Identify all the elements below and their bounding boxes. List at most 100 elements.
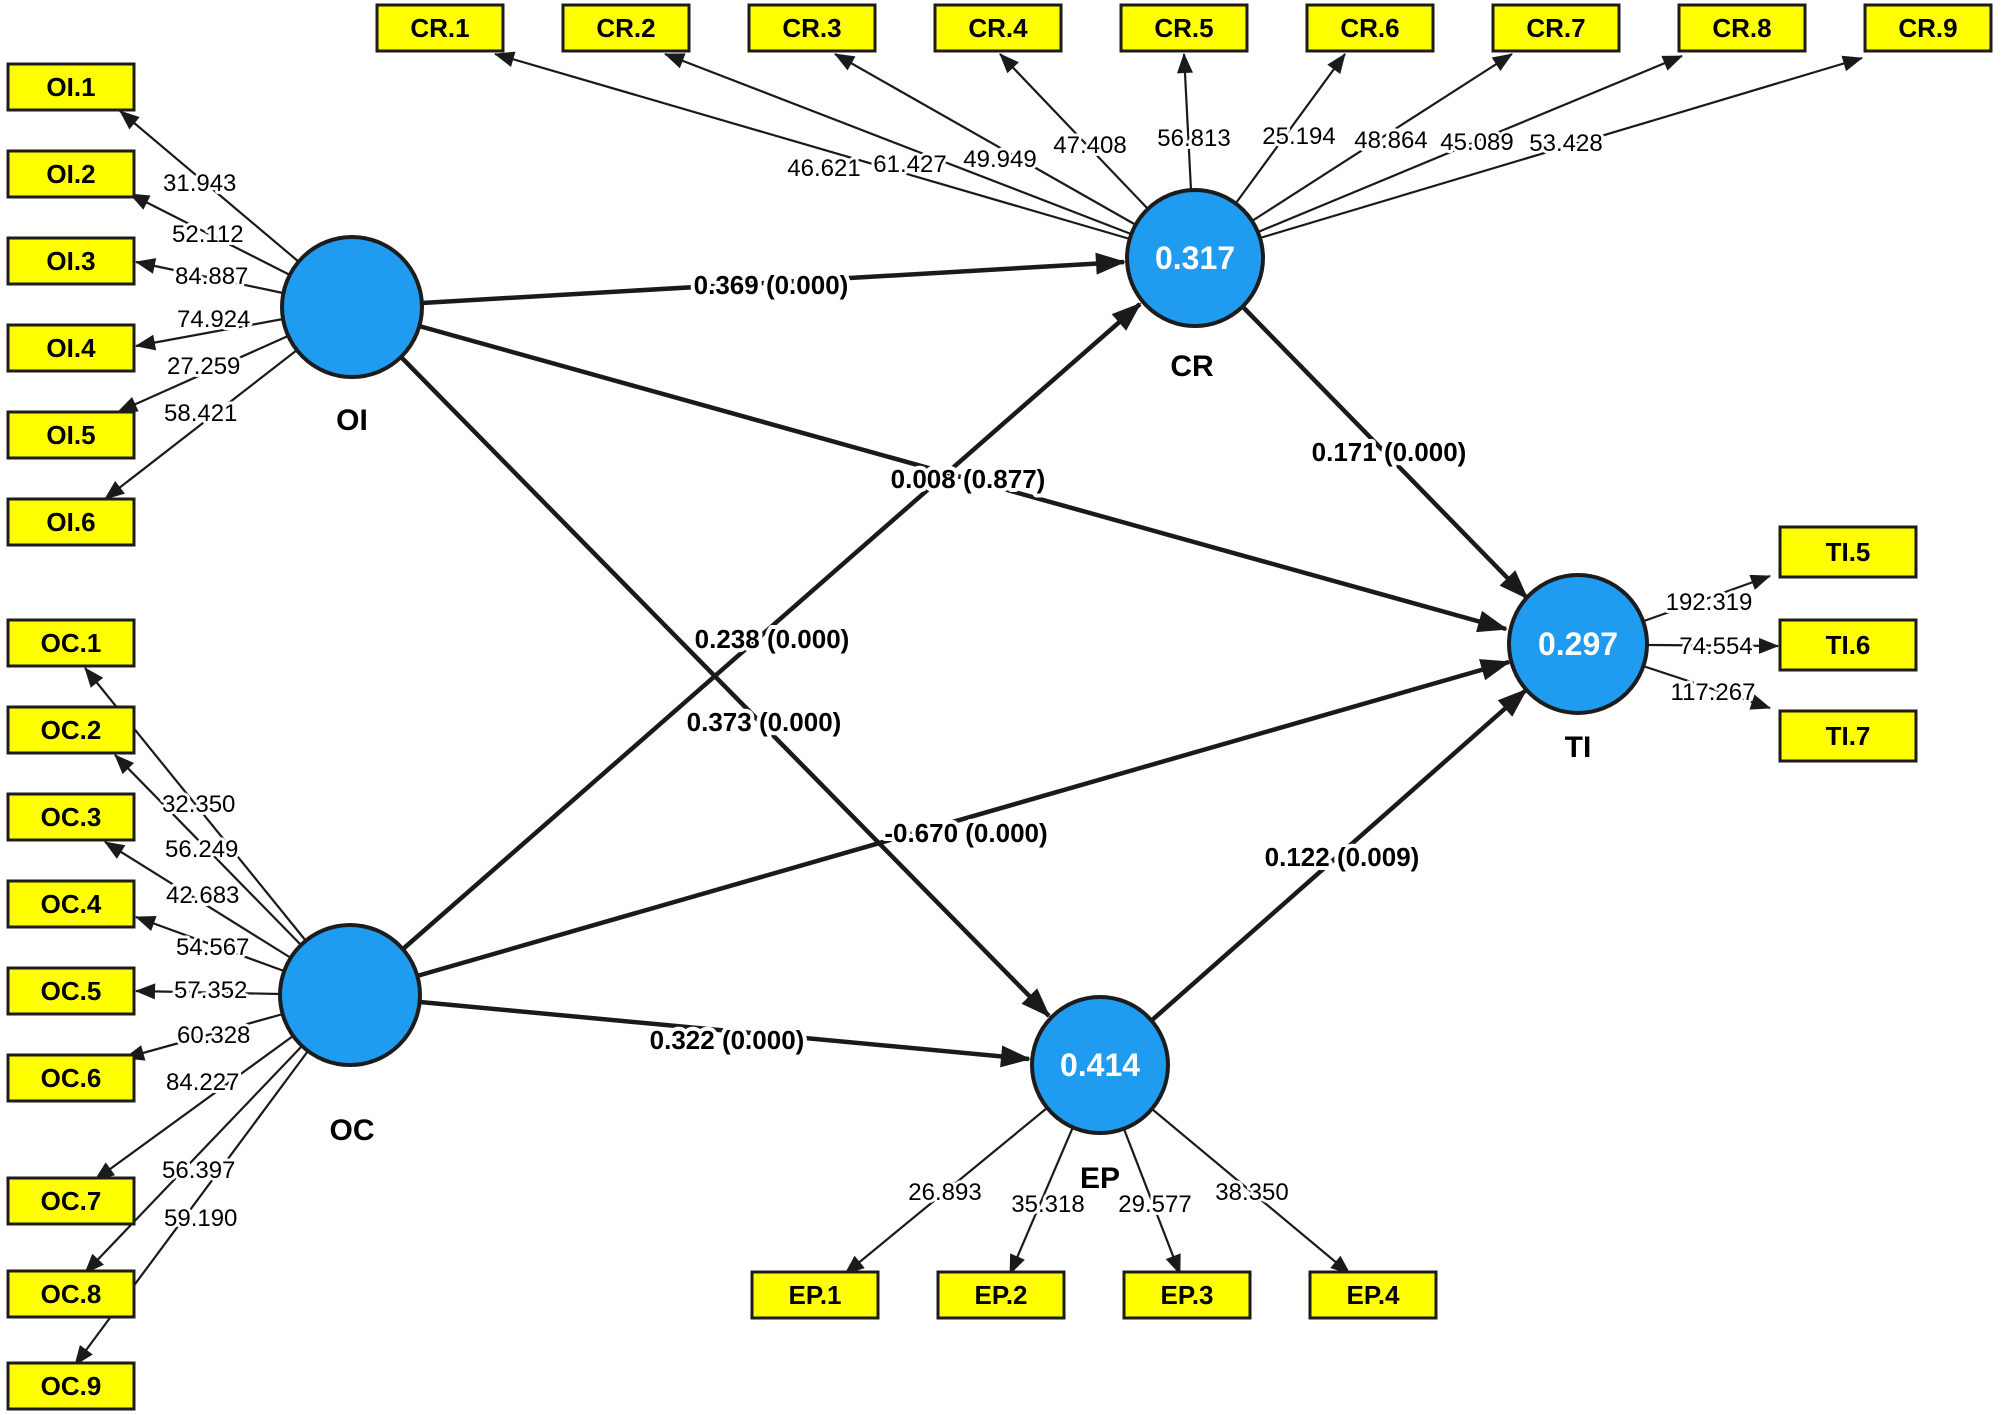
path-label-EP-TI: 0.122 (0.009) (1265, 842, 1420, 872)
edge-CR-CR.5 (1176, 53, 1193, 191)
indicator-EP.2[interactable]: EP.2 (936, 1270, 1066, 1320)
edge-CR-CR.9 (1259, 55, 1863, 240)
indicator-OC.7[interactable]: OC.7 (6, 1176, 136, 1226)
indicator-label: CR.3 (782, 13, 841, 43)
edge-OI-OI.1 (119, 110, 300, 263)
indicator-label: CR.1 (410, 13, 469, 43)
edge-CR-CR.2 (664, 52, 1132, 236)
indicator-label: OC.4 (41, 889, 102, 919)
r2-value-EP: 0.414 (1060, 1047, 1140, 1083)
indicator-label: OC.8 (41, 1279, 102, 1309)
loading-CR.4: 47.408 (1053, 132, 1126, 159)
indicator-OC.4[interactable]: OC.4 (6, 879, 136, 929)
r2-value-CR: 0.317 (1155, 240, 1235, 276)
indicator-CR.4[interactable]: CR.4 (933, 3, 1063, 53)
latent-OI[interactable] (280, 235, 424, 379)
edge-CR-CR.7 (1251, 53, 1513, 222)
edge-OI-OI.6 (104, 349, 298, 500)
loading-OC.5: 57.352 (174, 977, 247, 1004)
loading-EP.4: 38.350 (1215, 1179, 1288, 1206)
loading-OC.8: 56.397 (162, 1157, 235, 1184)
indicator-label: TI.6 (1826, 630, 1871, 660)
indicator-EP.3[interactable]: EP.3 (1122, 1270, 1252, 1320)
loading-CR.9: 53.428 (1529, 130, 1602, 157)
loading-OC.4: 54.567 (176, 934, 249, 961)
loading-CR.7: 48.864 (1354, 127, 1427, 154)
indicator-label: EP.1 (788, 1280, 841, 1310)
indicator-OI.5[interactable]: OI.5 (6, 410, 136, 460)
indicator-label: OI.5 (46, 420, 95, 450)
loading-OC.1: 32.350 (162, 791, 235, 818)
latent-TI[interactable]: 0.297 (1507, 573, 1649, 715)
edge-EP-EP.2 (1008, 1126, 1075, 1275)
indicator-OI.2[interactable]: OI.2 (6, 149, 136, 199)
loading-TI.7: 117.267 (1671, 679, 1756, 706)
indicator-label: OC.6 (41, 1063, 102, 1093)
loading-OC.3: 42.683 (166, 882, 239, 909)
edge-EP-EP.1 (844, 1107, 1048, 1275)
indicator-label: CR.5 (1154, 13, 1213, 43)
indicator-CR.9[interactable]: CR.9 (1863, 3, 1993, 53)
edge-EP-EP.4 (1151, 1108, 1351, 1275)
edge-CR-CR.1 (494, 51, 1131, 241)
r2-value-TI: 0.297 (1538, 626, 1618, 662)
indicator-OI.6[interactable]: OI.6 (6, 497, 136, 547)
indicator-OI.1[interactable]: OI.1 (6, 62, 136, 112)
loading-OC.6: 60.328 (177, 1022, 250, 1049)
indicator-CR.1[interactable]: CR.1 (375, 3, 505, 53)
loading-CR.8: 45.089 (1440, 129, 1513, 156)
indicator-OC.6[interactable]: OC.6 (6, 1053, 136, 1103)
indicator-EP.1[interactable]: EP.1 (750, 1270, 880, 1320)
indicator-OC.9[interactable]: OC.9 (6, 1361, 136, 1411)
loading-OC.2: 56.249 (165, 836, 238, 863)
indicator-label: OI.6 (46, 507, 95, 537)
indicator-OC.3[interactable]: OC.3 (6, 792, 136, 842)
loading-TI.6: 74.554 (1679, 633, 1752, 660)
indicator-label: OC.7 (41, 1186, 102, 1216)
indicator-label: OC.9 (41, 1371, 102, 1401)
indicator-TI.5[interactable]: TI.5 (1778, 525, 1918, 579)
loading-EP.2: 35.318 (1011, 1191, 1084, 1218)
loading-CR.3: 49.949 (963, 146, 1036, 173)
latent-OC[interactable] (278, 923, 422, 1067)
indicator-OC.1[interactable]: OC.1 (6, 618, 136, 668)
path-OC-TI (416, 659, 1511, 979)
loading-TI.5: 192.319 (1666, 589, 1753, 616)
latent-label-OI: OI (336, 404, 368, 437)
path-label-OI-EP: 0.373 (0.000) (687, 707, 842, 737)
loading-OI.2: 52.112 (172, 221, 244, 248)
edge-TI-TI.5 (1643, 574, 1771, 623)
latent-CR[interactable]: 0.317 (1125, 188, 1265, 328)
indicator-CR.2[interactable]: CR.2 (561, 3, 691, 53)
indicator-label: OC.3 (41, 802, 102, 832)
path-label-OC-CR: 0.238 (0.000) (695, 624, 850, 654)
indicator-TI.6[interactable]: TI.6 (1778, 618, 1918, 672)
indicator-OI.3[interactable]: OI.3 (6, 236, 136, 286)
indicator-label: CR.8 (1712, 13, 1771, 43)
indicator-OC.8[interactable]: OC.8 (6, 1269, 136, 1319)
indicator-CR.7[interactable]: CR.7 (1491, 3, 1621, 53)
edge-OC-OC.3 (104, 841, 292, 959)
indicator-boxes: OI.1 OI.2 OI.3 OI.4 OI.5 OI.6 OC.1 OC.2 … (6, 3, 1993, 1411)
indicator-CR.3[interactable]: CR.3 (747, 3, 877, 53)
path-OI-EP (399, 355, 1051, 1018)
indicator-label: CR.9 (1898, 13, 1957, 43)
edge-CR-CR.4 (999, 53, 1149, 210)
indicator-CR.8[interactable]: CR.8 (1677, 3, 1807, 53)
path-CR-TI (1240, 304, 1529, 600)
latent-EP[interactable]: 0.414 (1030, 995, 1170, 1135)
indicator-OC.2[interactable]: OC.2 (6, 705, 136, 755)
indicator-OI.4[interactable]: OI.4 (6, 323, 136, 373)
indicator-TI.7[interactable]: TI.7 (1778, 709, 1918, 763)
edge-OC-OC.2 (114, 754, 302, 946)
edge-EP-EP.3 (1122, 1128, 1182, 1275)
indicator-OC.5[interactable]: OC.5 (6, 966, 136, 1016)
latent-constructs: OI 0.317 CR 0.297 TI OC 0.414 EP (278, 188, 1649, 1195)
indicator-EP.4[interactable]: EP.4 (1308, 1270, 1438, 1320)
indicator-CR.5[interactable]: CR.5 (1119, 3, 1249, 53)
indicator-label: TI.5 (1826, 537, 1871, 567)
indicator-label: TI.7 (1826, 721, 1871, 751)
indicator-CR.6[interactable]: CR.6 (1305, 3, 1435, 53)
loading-CR.1: 46.621 (787, 155, 860, 182)
